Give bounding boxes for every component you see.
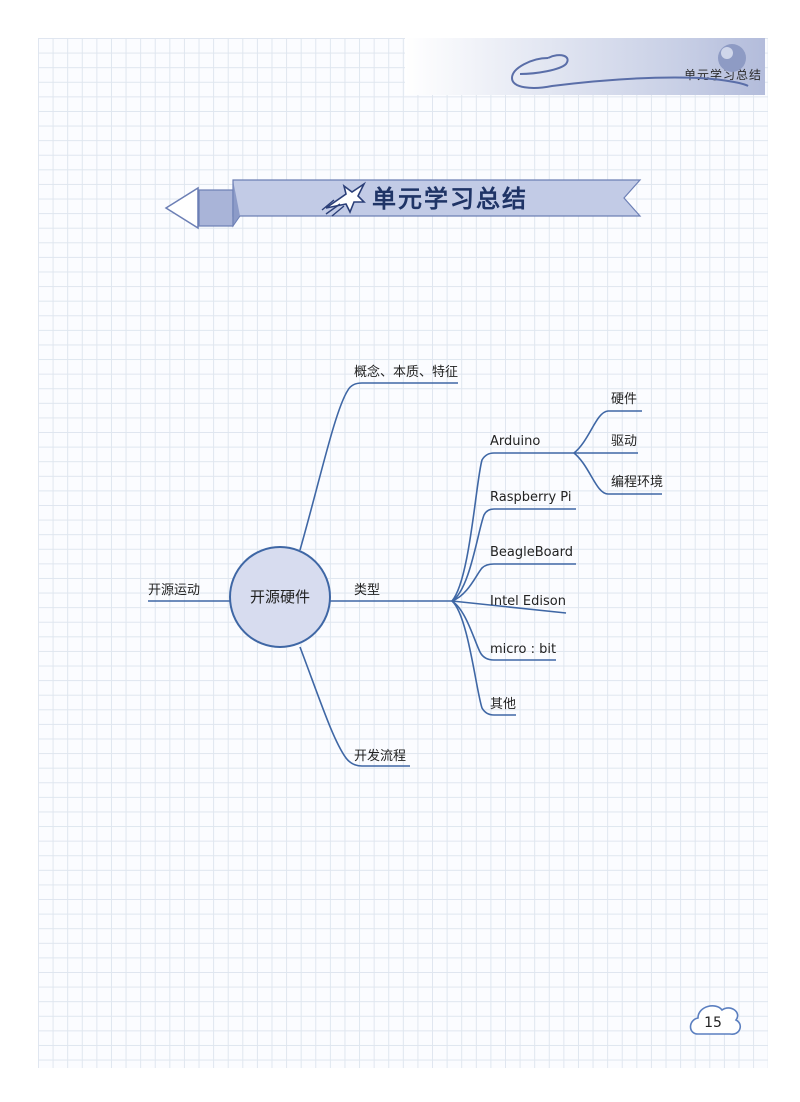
header-logo-icon xyxy=(510,44,749,89)
mindmap-node-concept: 概念、本质、特征 xyxy=(354,365,459,380)
mindmap-node-raspberry-pi: Raspberry Pi xyxy=(490,490,572,505)
mindmap-node-beagleboard: BeagleBoard xyxy=(490,545,573,560)
section-title: 单元学习总结 xyxy=(372,185,528,213)
mindmap-node-intel-edison: Intel Edison xyxy=(490,594,566,609)
mindmap-node-driver: 驱动 xyxy=(611,434,638,449)
page-number-cloud-icon xyxy=(689,1005,742,1035)
mindmap-node-programming-env: 编程环境 xyxy=(611,475,664,490)
mindmap-node-process: 开发流程 xyxy=(354,749,407,764)
mindmap-lines xyxy=(148,382,662,767)
center-node xyxy=(229,546,331,648)
mindmap-node-hardware: 硬件 xyxy=(611,392,638,407)
mindmap-node-open-source-movement: 开源运动 xyxy=(148,583,201,598)
mindmap-node-other: 其他 xyxy=(490,697,517,712)
mindmap-node-microbit: micro : bit xyxy=(490,642,557,657)
header-band xyxy=(405,38,765,95)
mindmap-node-arduino: Arduino xyxy=(490,434,541,449)
star-icon xyxy=(321,181,367,217)
page-number: 15 xyxy=(704,1015,722,1031)
arrow-left-icon xyxy=(164,186,199,230)
mindmap-node-types: 类型 xyxy=(354,583,381,598)
mindmap-center-label: 开源硬件 xyxy=(249,588,310,606)
